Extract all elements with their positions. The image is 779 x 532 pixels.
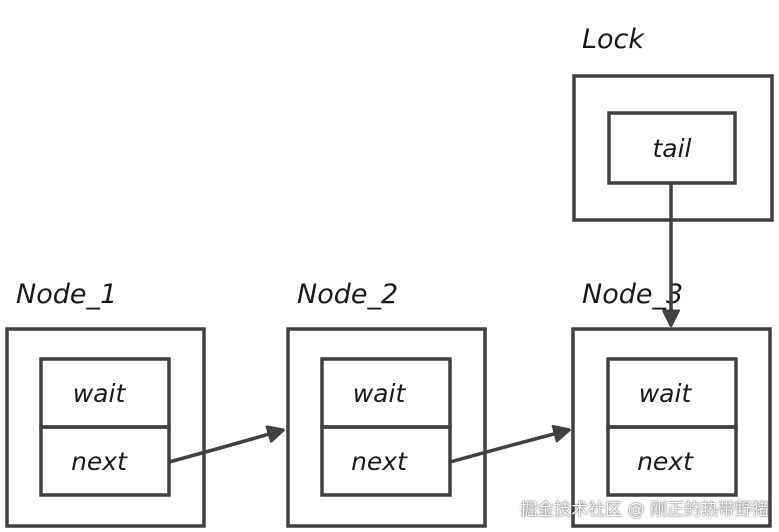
node-3-next-label: next — [637, 447, 694, 476]
node-1-box — [5, 327, 206, 528]
arrow-node1-to-node2 — [168, 430, 283, 464]
node-3-next-field-box — [606, 425, 738, 497]
node-2-wait-label: wait — [353, 379, 407, 408]
node-1-next-label: next — [71, 447, 128, 476]
node-2-next-label: next — [351, 447, 408, 476]
node-3-wait-label: wait — [639, 379, 693, 408]
node-3-label: Node_3 — [582, 279, 683, 310]
node-3-group: Node_3 wait next — [571, 279, 772, 528]
node-2-box — [286, 327, 487, 528]
lock-label: Lock — [582, 24, 645, 55]
lock-group: Lock tail — [572, 24, 774, 222]
node-1-group: Node_1 wait next — [5, 279, 206, 528]
lock-tail-field-label: tail — [652, 134, 691, 163]
lock-box — [572, 74, 774, 222]
node-3-box — [571, 327, 772, 528]
node-2-label: Node_2 — [297, 279, 398, 310]
node-2-group: Node_2 wait next — [286, 279, 487, 528]
watermark: 掘金技术社区 @ 刚正的热带野猪 — [520, 500, 769, 520]
node-1-wait-label: wait — [73, 379, 127, 408]
node-1-label: Node_1 — [16, 279, 117, 310]
arrow-node2-to-node3 — [449, 430, 569, 464]
